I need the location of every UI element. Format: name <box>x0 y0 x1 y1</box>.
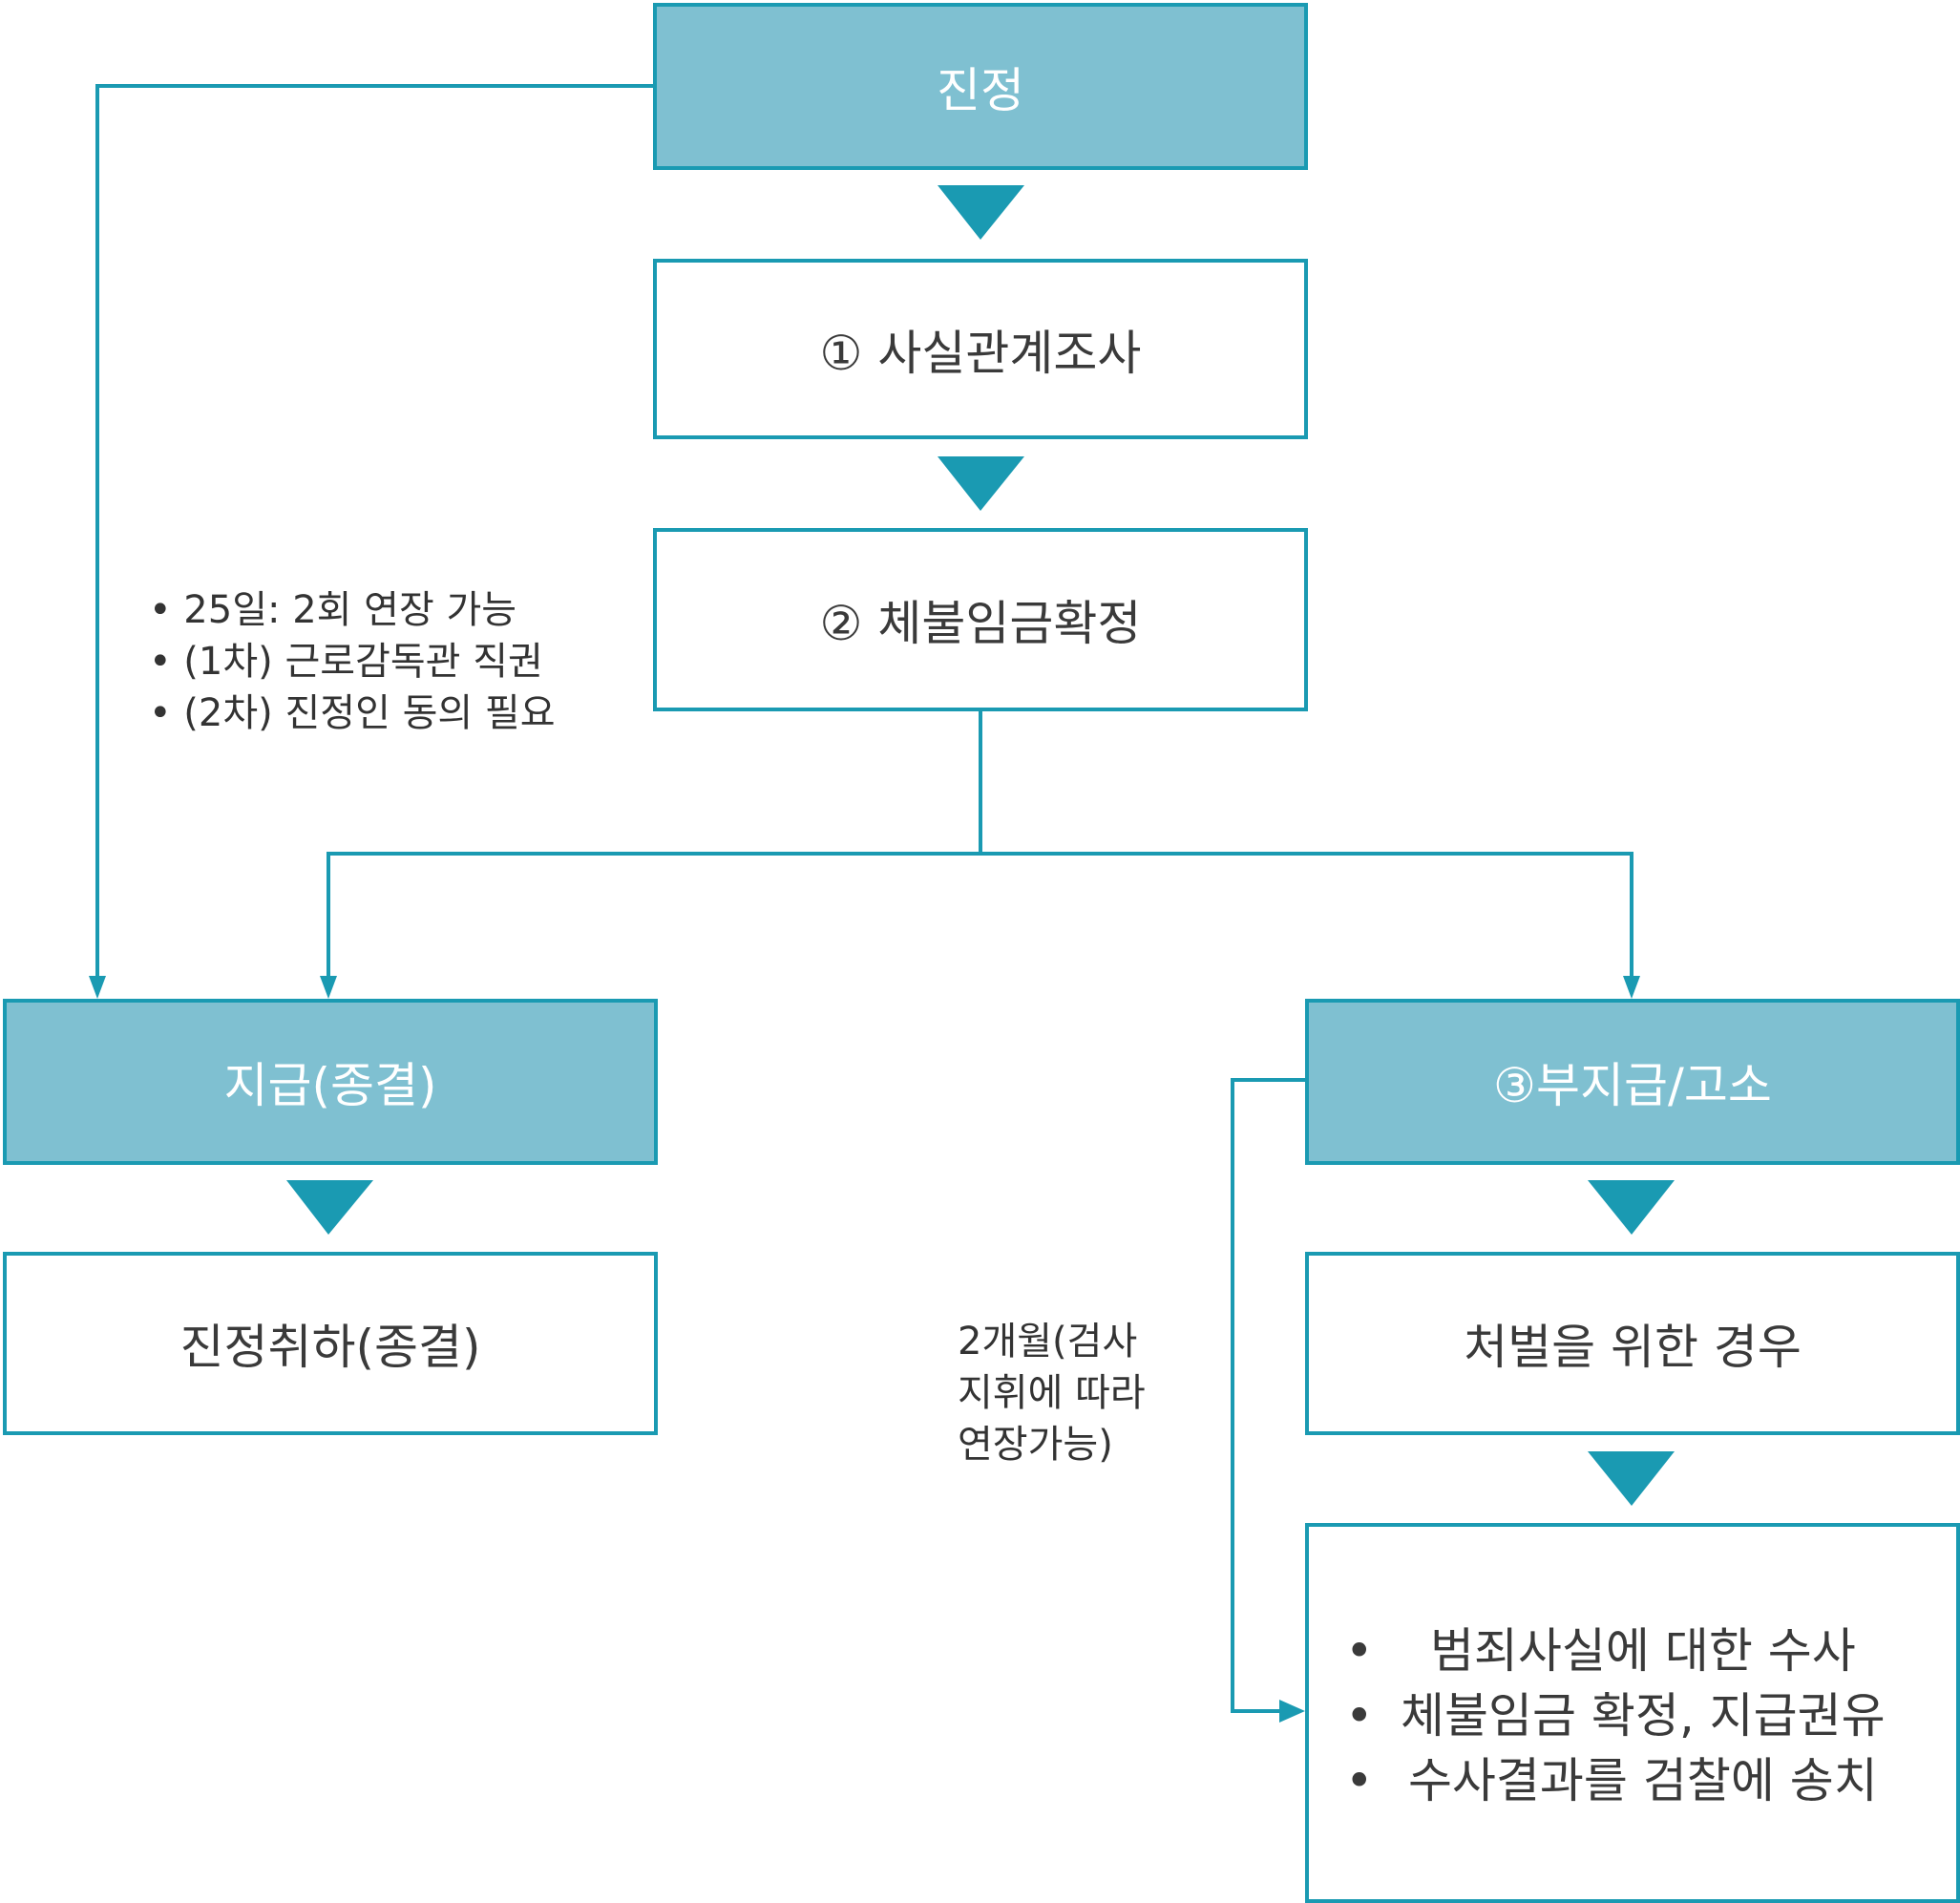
extension-note: • (2차) 진정인 동의 필요 <box>149 691 556 735</box>
wage-confirm-label: ② 체불임금확정 <box>819 596 1142 651</box>
connector-nonpayment-to-investigation <box>1231 1078 1308 1713</box>
punishment-box: 처벌을 위한 경우 <box>1305 1252 1960 1435</box>
nonpayment-label: ③부지급/고소 <box>1493 1058 1772 1113</box>
wage-confirm-box: ② 체불임금확정 <box>653 528 1308 711</box>
connector-petition-to-payment <box>95 84 655 983</box>
extension-note: • (1차) 근로감독관 직권 <box>149 640 543 684</box>
petition-label: 진정 <box>937 62 1024 118</box>
investigation-item: 범죄사실에 대한 수사 <box>1345 1618 1886 1683</box>
flow-triangle-4 <box>1588 1180 1675 1235</box>
investigation-period-line: 지휘에 따라 <box>958 1371 1146 1415</box>
extension-notes: • 25일: 2회 연장 가능 • (1차) 근로감독관 직권 • (2차) 진… <box>149 584 556 739</box>
investigation-item: 체불임금 확정, 지급권유 <box>1345 1683 1886 1748</box>
extension-note: • 25일: 2회 연장 가능 <box>149 588 517 632</box>
nonpayment-box: ③부지급/고소 <box>1305 999 1960 1165</box>
withdraw-label: 진정취하(종결) <box>179 1320 481 1375</box>
arrowhead-payment-down <box>320 976 337 999</box>
fact-check-box: ① 사실관계조사 <box>653 259 1308 439</box>
investigation-period-note: 2개월(검사 지휘에 따라 연장가능) <box>958 1316 1146 1470</box>
investigation-item: 수사결과를 검찰에 송치 <box>1345 1748 1886 1813</box>
flow-triangle-1 <box>938 185 1024 240</box>
investigation-list: 범죄사실에 대한 수사 체불임금 확정, 지급권유 수사결과를 검찰에 송치 <box>1345 1618 1886 1813</box>
payment-label: 지급(종결) <box>223 1058 437 1113</box>
flow-triangle-2 <box>938 456 1024 511</box>
withdraw-box: 진정취하(종결) <box>3 1252 658 1435</box>
fact-check-label: ① 사실관계조사 <box>819 325 1142 381</box>
investigation-box: 범죄사실에 대한 수사 체불임금 확정, 지급권유 수사결과를 검찰에 송치 <box>1305 1523 1960 1903</box>
petition-box: 진정 <box>653 3 1308 170</box>
arrowhead-nonpayment-down <box>1623 976 1640 999</box>
punishment-label: 처벌을 위한 경우 <box>1464 1320 1802 1375</box>
arrowhead-investigation-right <box>1279 1700 1305 1723</box>
investigation-period-line: 2개월(검사 <box>958 1320 1138 1364</box>
payment-box: 지급(종결) <box>3 999 658 1165</box>
connector-split-to-payment <box>327 852 980 983</box>
arrowhead-left-down <box>89 976 106 999</box>
connector-split-to-nonpayment <box>980 852 1633 983</box>
flow-triangle-3 <box>286 1180 373 1235</box>
flow-triangle-5 <box>1588 1451 1675 1506</box>
investigation-period-line: 연장가능) <box>958 1423 1113 1467</box>
